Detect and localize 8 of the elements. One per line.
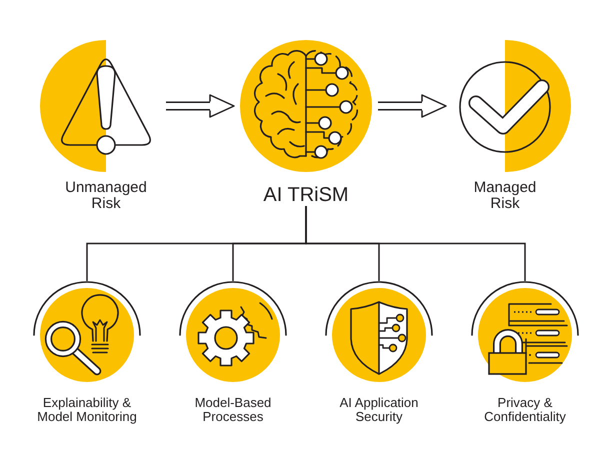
node-label: Model-Based Processes: [194, 396, 272, 424]
node-label: AI Application Security: [338, 396, 420, 424]
node-label: Explainability & Model Monitoring: [36, 396, 138, 424]
node-label: AI TRiSM: [263, 184, 349, 206]
node-label: Managed Risk: [472, 180, 538, 212]
node-label: Privacy & Confidentiality: [483, 396, 567, 424]
connector-line: [305, 206, 526, 281]
node-label: Unmanaged Risk: [64, 180, 148, 212]
